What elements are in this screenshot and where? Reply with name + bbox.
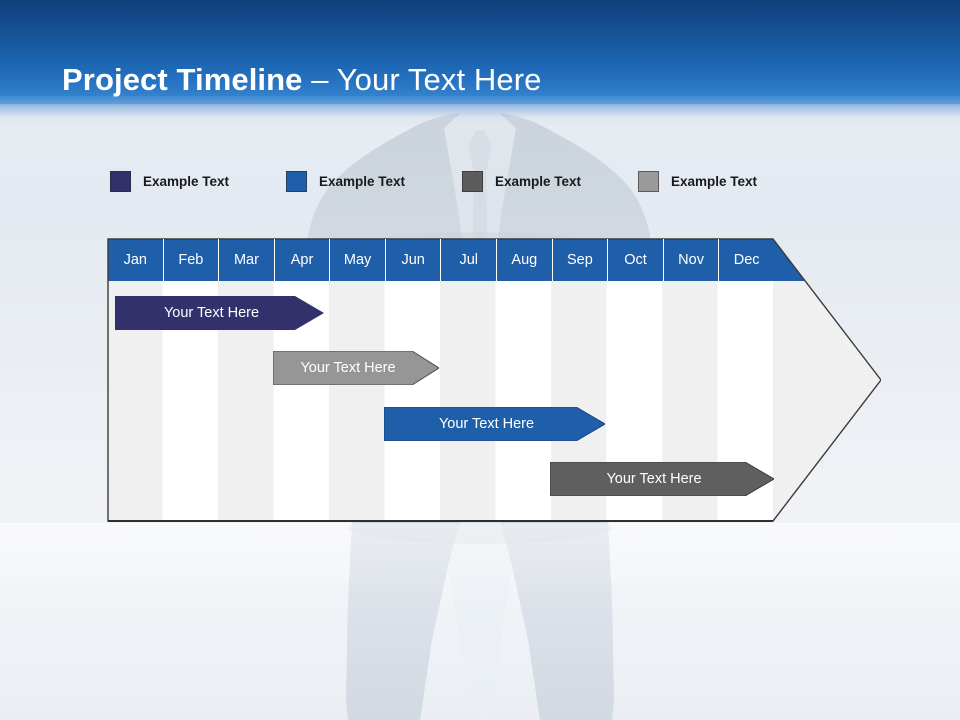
task-arrow-shape-4: [550, 462, 774, 496]
month-cell-mar[interactable]: Mar: [219, 239, 275, 281]
month-header-row: Jan Feb Mar Apr May Jun Jul Aug Sep Oct …: [108, 239, 774, 281]
title-band: [0, 0, 960, 104]
month-cell-feb[interactable]: Feb: [164, 239, 220, 281]
floor-reflection: [0, 523, 960, 720]
month-cell-jan[interactable]: Jan: [108, 239, 164, 281]
month-cell-sep[interactable]: Sep: [553, 239, 609, 281]
legend-swatch-icon-3: [462, 170, 483, 192]
task-bar-area: Your Text Here Your Text Here Your Text …: [107, 281, 881, 521]
timeline-chart: Jan Feb Mar Apr May Jun Jul Aug Sep Oct …: [107, 238, 881, 522]
month-cell-jul[interactable]: Jul: [441, 239, 498, 281]
page-title: Project Timeline – Your Text Here: [62, 60, 541, 100]
month-cell-jun[interactable]: Jun: [386, 239, 442, 281]
month-cell-may[interactable]: May: [330, 239, 386, 281]
legend-label-1: Example Text: [143, 173, 230, 189]
month-cell-dec[interactable]: Dec: [733, 252, 760, 268]
task-bar-4[interactable]: Your Text Here: [550, 462, 774, 496]
month-cell-nov[interactable]: Nov: [664, 239, 720, 281]
legend-item-4[interactable]: Example Text: [638, 168, 757, 194]
task-arrow-shape-2: [273, 351, 439, 385]
legend-swatch-icon-1: [110, 170, 131, 192]
legend-swatch-icon-2: [286, 170, 307, 192]
task-bar-1[interactable]: Your Text Here: [115, 296, 324, 330]
page-title-strong: Project Timeline: [62, 62, 312, 97]
legend-label-3: Example Text: [495, 173, 582, 189]
legend-label-4: Example Text: [671, 173, 758, 189]
task-arrow-shape-1: [115, 296, 324, 330]
month-cell-apr[interactable]: Apr: [275, 239, 331, 281]
task-label-1: Your Text Here: [163, 305, 260, 321]
task-arrow-shape-3: [384, 407, 605, 441]
legend: Example Text Example Text Example Text E…: [110, 168, 810, 194]
legend-swatch-icon-4: [638, 170, 659, 192]
page-title-light: – Your Text Here: [311, 62, 542, 97]
task-label-3: Your Text Here: [438, 416, 535, 432]
task-label-2: Your Text Here: [300, 360, 396, 376]
legend-item-3[interactable]: Example Text: [462, 168, 581, 194]
task-bar-2[interactable]: Your Text Here: [273, 351, 439, 385]
legend-label-2: Example Text: [319, 173, 406, 189]
legend-item-2[interactable]: Example Text: [286, 168, 405, 194]
month-cell-aug[interactable]: Aug: [497, 239, 553, 281]
legend-item-1[interactable]: Example Text: [110, 168, 229, 194]
task-bar-3[interactable]: Your Text Here: [384, 407, 605, 441]
month-cell-oct[interactable]: Oct: [608, 239, 664, 281]
title-band-fade: [0, 96, 960, 126]
task-label-4: Your Text Here: [606, 471, 702, 487]
